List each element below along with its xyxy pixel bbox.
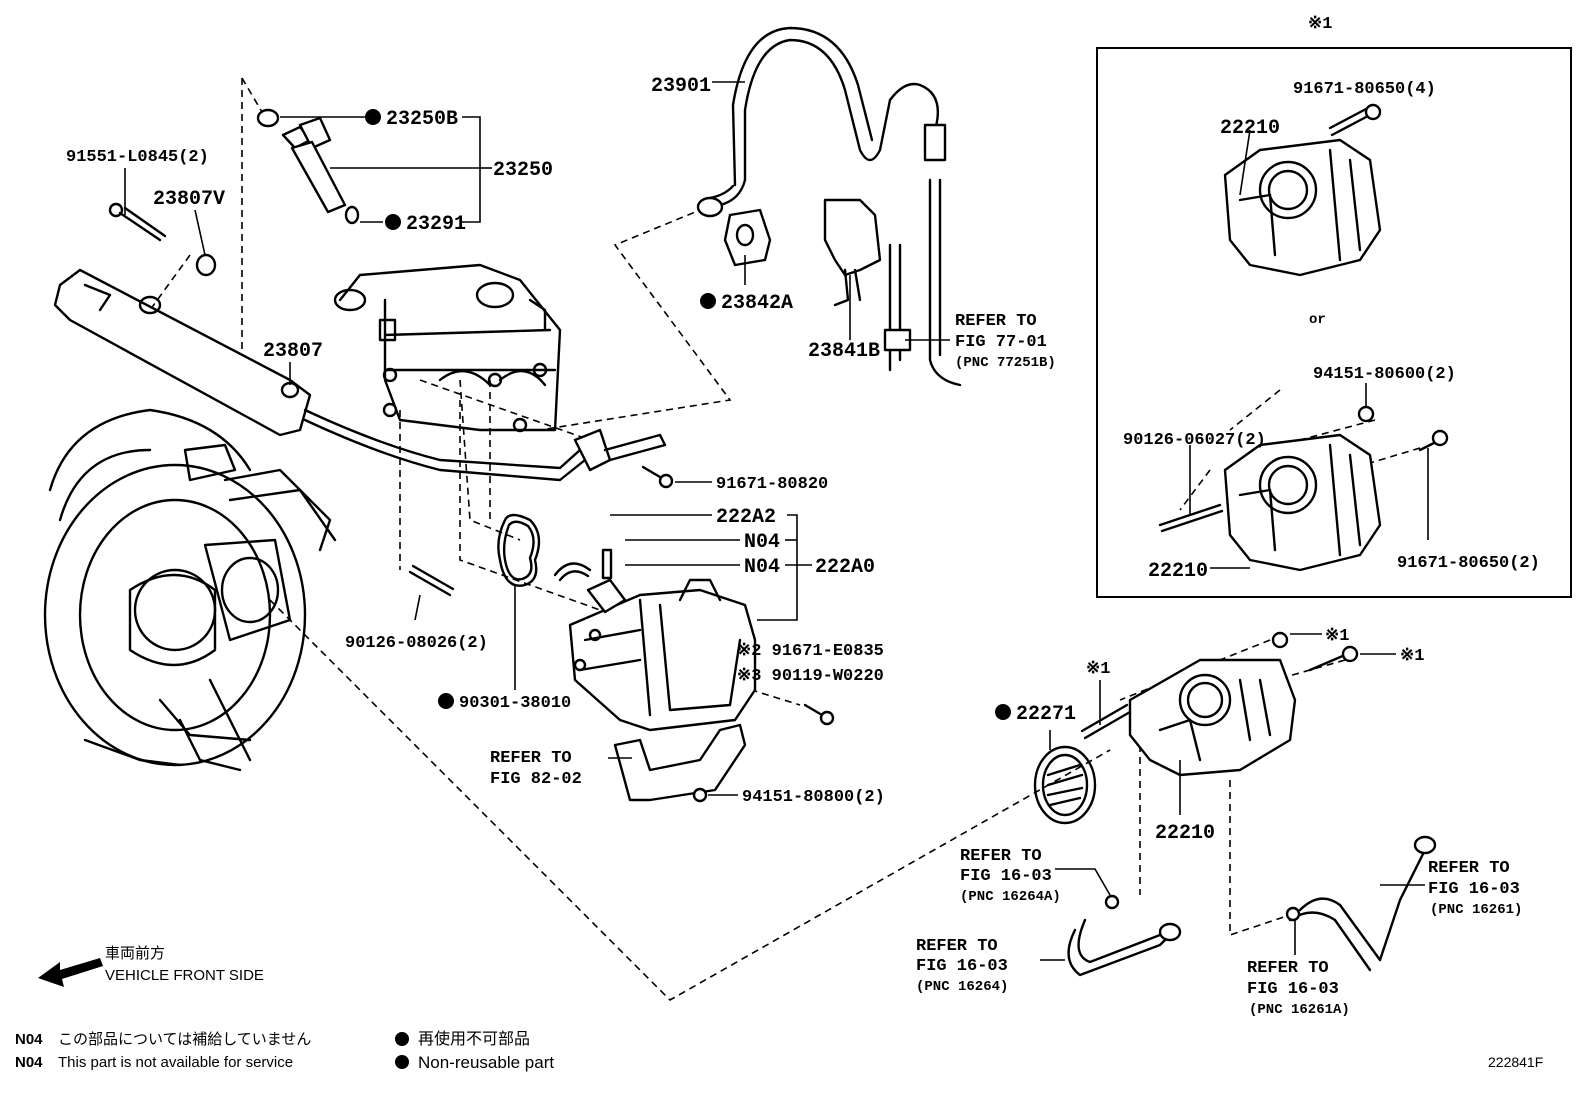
label-90301-38010: 90301-38010	[459, 694, 571, 713]
label-22271: 22271	[1016, 703, 1076, 726]
throttle-bracket	[613, 723, 747, 803]
refer-fig16b-line1: REFER TO	[916, 937, 998, 956]
refer-fig16a-line2: FIG 16-03	[960, 867, 1052, 886]
front-arrow-icon	[38, 958, 103, 987]
vsv-bracket	[823, 198, 882, 307]
inset-frame	[1096, 47, 1572, 598]
legend-n04-en: This part is not available for service	[58, 1054, 293, 1071]
refer-fig16d-line1: REFER TO	[1247, 959, 1329, 978]
nonreusable-mark	[700, 293, 716, 309]
refer-fig16c-line3: (PNC 16261)	[1430, 902, 1522, 918]
label-90126-08026: 90126-08026(2)	[345, 634, 488, 653]
label-23807: 23807	[263, 340, 323, 363]
inset-label-94151-80600: 94151-80600(2)	[1313, 365, 1456, 384]
refer-fig16a-line1: REFER TO	[960, 847, 1042, 866]
label-N04-b: N04	[744, 556, 780, 579]
mark-1-b: ※1	[1325, 627, 1349, 646]
front-side-jp: 車両前方	[105, 945, 165, 962]
refer-fig77-line2: FIG 77-01	[955, 333, 1047, 352]
label-23291: 23291	[406, 213, 466, 236]
diagram-code: 222841F	[1488, 1054, 1543, 1070]
inset-or-text: or	[1309, 312, 1326, 328]
refer-fig16c-line2: FIG 16-03	[1428, 880, 1520, 899]
refer-fig77-line3: (PNC 77251B)	[955, 355, 1056, 371]
refer-fig16c-line1: REFER TO	[1428, 859, 1510, 878]
legend-n04-jp: この部品については補給していません	[58, 1031, 311, 1048]
leader-lines	[124, 81, 1425, 961]
nonreusable-mark	[438, 693, 454, 709]
label-91671-E0835: ※2 91671-E0835	[737, 642, 884, 661]
inset-label-22210-a: 22210	[1220, 117, 1280, 140]
legend: N04 この部品については補給していません N04 This part is n…	[15, 1030, 1543, 1072]
front-side-en: VEHICLE FRONT SIDE	[105, 967, 264, 984]
label-23250: 23250	[493, 159, 553, 182]
inset-label-91671-80650-4: 91671-80650(4)	[1293, 80, 1436, 99]
inset-label-22210-b: 22210	[1148, 560, 1208, 583]
refer-fig16b-line3: (PNC 16264)	[916, 979, 1008, 995]
label-23250B: 23250B	[386, 108, 458, 131]
cylinder-head-drawing	[333, 263, 562, 433]
fuel-delivery-pipe	[53, 268, 667, 482]
refer-fig82-line2: FIG 82-02	[490, 770, 582, 789]
throttle-gasket	[497, 513, 541, 587]
bolt-90119	[803, 703, 835, 726]
stud-bolt	[408, 564, 455, 597]
refer-fig16a-line3: (PNC 16264A)	[960, 889, 1061, 905]
legend-n04-code-jp: N04	[15, 1031, 43, 1048]
vacuum-switching-valve	[723, 208, 772, 267]
fuel-injector	[256, 108, 360, 225]
vacuum-hose	[696, 26, 962, 387]
bolt-and-collar	[108, 202, 217, 277]
water-bypass-hoses	[1067, 835, 1437, 977]
label-91551-L0845: 91551-L0845(2)	[66, 148, 209, 167]
refer-fig77-line1: REFER TO	[955, 312, 1037, 331]
inset-label-90126-06027: 90126-06027(2)	[1123, 431, 1266, 450]
label-23842A: 23842A	[721, 292, 793, 315]
bolt-91671-80820	[641, 465, 674, 489]
label-22210-main: 22210	[1155, 822, 1215, 845]
label-222A0: 222A0	[815, 556, 875, 579]
label-23901: 23901	[651, 75, 711, 98]
label-23807V: 23807V	[153, 188, 225, 211]
refer-fig16b-line2: FIG 16-03	[916, 957, 1008, 976]
throttle-gasket-22271	[1033, 745, 1097, 825]
injector-grommet	[344, 205, 360, 225]
label-91671-80820: 91671-80820	[716, 475, 828, 494]
injector-o-ring	[256, 108, 280, 128]
legend-n04-code-en: N04	[15, 1054, 43, 1071]
label-N04-a: N04	[744, 531, 780, 554]
nonreusable-mark	[385, 214, 401, 230]
intake-manifold-drawing	[43, 408, 337, 772]
legend-nonreusable-en: Non-reusable part	[418, 1053, 554, 1072]
throttle-small-parts	[553, 548, 627, 614]
mark-1-a: ※1	[1086, 660, 1110, 679]
label-94151-80800: 94151-80800(2)	[742, 788, 885, 807]
refer-fig16d-line3: (PNC 16261A)	[1249, 1002, 1350, 1018]
vehicle-front-indicator: 車両前方 VEHICLE FRONT SIDE	[38, 945, 264, 987]
alternative-throttle-inset: ※1 91671-80650(4) 22210 or 94151-80600(	[1096, 15, 1572, 598]
legend-dot-en	[395, 1055, 409, 1069]
refer-fig82-line1: REFER TO	[490, 749, 572, 768]
inset-label-91671-80650-2: 91671-80650(2)	[1397, 554, 1540, 573]
throttle-body-center	[568, 578, 757, 732]
nonreusable-mark	[995, 704, 1011, 720]
mark-1-c: ※1	[1400, 647, 1424, 666]
part-labels: 23250B 23250 23291 91551-L0845(2) 23807V…	[66, 75, 1522, 1018]
label-23841B: 23841B	[808, 340, 880, 363]
nonreusable-mark	[365, 109, 381, 125]
throttle-body-lower	[1080, 631, 1359, 777]
refer-fig16d-line2: FIG 16-03	[1247, 980, 1339, 999]
inset-mark: ※1	[1308, 15, 1332, 34]
label-90119-W0220: ※3 90119-W0220	[737, 667, 884, 686]
legend-dot-jp	[395, 1032, 409, 1046]
legend-nonreusable-jp: 再使用不可部品	[418, 1030, 530, 1048]
label-222A2: 222A2	[716, 506, 776, 529]
